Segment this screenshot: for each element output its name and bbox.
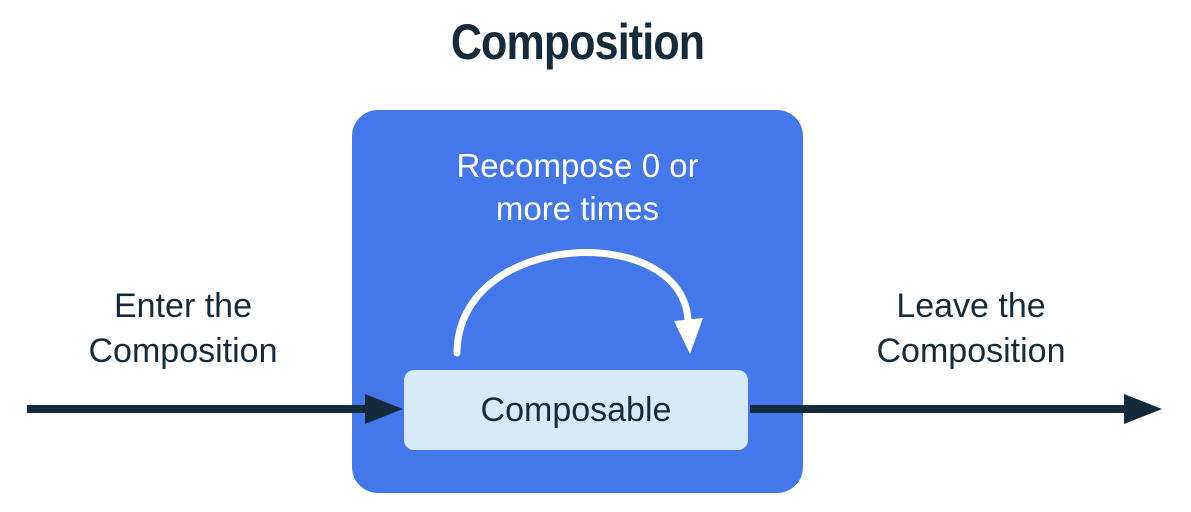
enter-arrow-icon: [27, 394, 403, 424]
enter-label-line2: Composition: [88, 332, 278, 370]
leave-composition-label: Leave the Composition: [818, 284, 1124, 374]
composable-label: Composable: [480, 390, 672, 429]
recompose-note-line2: more times: [495, 190, 660, 227]
leave-label-line1: Leave the: [896, 287, 1046, 325]
leave-label-line2: Composition: [876, 332, 1066, 370]
recompose-note: Recompose 0 or more times: [352, 144, 803, 230]
composable-box: Composable: [404, 370, 748, 450]
enter-composition-label: Enter the Composition: [30, 284, 336, 374]
recompose-arc-icon: [453, 249, 703, 357]
diagram-title: Composition: [450, 14, 705, 70]
enter-label-line1: Enter the: [114, 287, 252, 325]
recompose-note-line1: Recompose 0 or: [456, 147, 699, 184]
leave-arrow-icon: [750, 394, 1162, 424]
